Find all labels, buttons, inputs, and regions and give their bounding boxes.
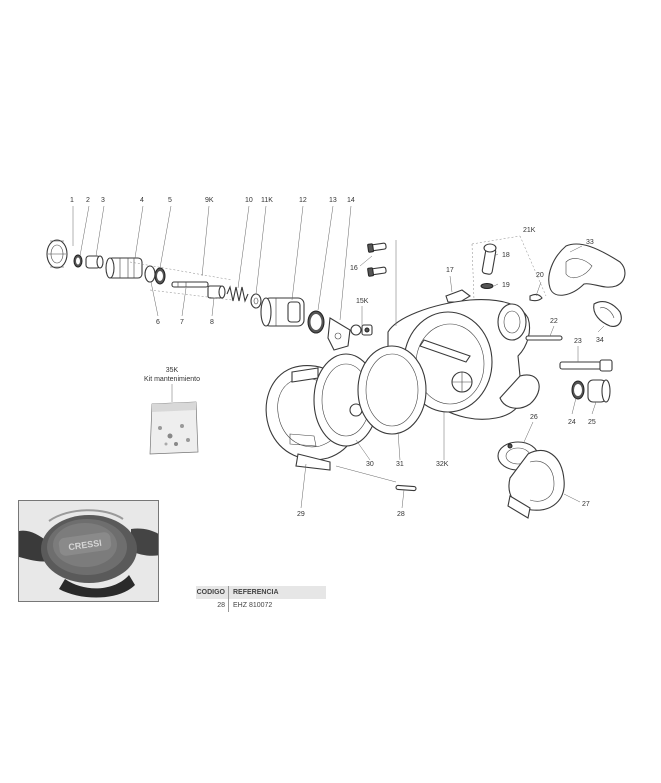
reference-table: CODIGO REFERENCIA 28 EHZ 810072 bbox=[196, 586, 326, 612]
part-19-oring bbox=[480, 283, 494, 289]
callout-23: 23 bbox=[574, 338, 582, 345]
callout-19: 19 bbox=[502, 282, 510, 289]
leader-lines bbox=[72, 205, 605, 509]
part-5-oring bbox=[154, 267, 166, 285]
row-reference: EHZ 810072 bbox=[233, 602, 273, 609]
callout-8: 8 bbox=[210, 319, 214, 326]
table-header-row: CODIGO REFERENCIA bbox=[196, 586, 326, 599]
part-11K-washer bbox=[250, 293, 262, 309]
callout-11K: 11K bbox=[261, 197, 273, 204]
photo-brand: CRESSI bbox=[68, 538, 103, 553]
part-3-bushing bbox=[85, 255, 104, 269]
part-23-screw bbox=[559, 359, 613, 372]
part-12-poppet-housing bbox=[260, 297, 305, 327]
part-14-clip bbox=[327, 317, 351, 351]
callout-21K: 21K bbox=[523, 227, 536, 234]
header-reference: REFERENCIA bbox=[233, 589, 279, 596]
callout-28: 28 bbox=[397, 511, 405, 518]
callout-17: 17 bbox=[446, 267, 454, 274]
part-6-washer bbox=[144, 265, 156, 283]
part-18-valve bbox=[481, 243, 497, 275]
callout-31: 31 bbox=[396, 461, 404, 468]
part-10-spring bbox=[226, 285, 249, 303]
kit-35K-bag bbox=[149, 401, 199, 455]
kit-name: Kit mantenimiento bbox=[144, 376, 200, 383]
callout-24: 24 bbox=[568, 419, 576, 426]
callout-3: 3 bbox=[101, 197, 105, 204]
product-photo: CRESSI bbox=[18, 500, 159, 602]
table-row: 28 EHZ 810072 bbox=[196, 599, 326, 612]
part-17-lever bbox=[445, 289, 471, 303]
part-27-exhaust-tee bbox=[507, 449, 565, 519]
callout-13: 13 bbox=[329, 197, 337, 204]
callout-10: 10 bbox=[245, 197, 253, 204]
callout-5: 5 bbox=[168, 197, 172, 204]
part-15K-nut bbox=[350, 324, 373, 336]
header-code: CODIGO bbox=[196, 586, 229, 599]
callout-7: 7 bbox=[180, 319, 184, 326]
callout-14: 14 bbox=[347, 197, 355, 204]
part-33-mouthpiece bbox=[548, 243, 626, 296]
callout-9K: 9K bbox=[205, 197, 214, 204]
callout-30: 30 bbox=[366, 461, 374, 468]
callout-18: 18 bbox=[502, 252, 510, 259]
part-25-knob bbox=[587, 379, 611, 403]
callout-32K: 32K bbox=[436, 461, 449, 468]
callout-16: 16 bbox=[350, 265, 358, 272]
callout-34: 34 bbox=[596, 337, 604, 344]
part-1-nut bbox=[46, 239, 68, 269]
callout-26: 26 bbox=[530, 414, 538, 421]
part-31-diaphragm bbox=[357, 345, 427, 435]
part-16-screws bbox=[367, 242, 387, 277]
part-20-clip bbox=[529, 293, 543, 302]
callout-labels: 1 2 3 4 5 9K 10 11K 12 13 14 6 7 8 16 15… bbox=[70, 197, 604, 518]
callout-12: 12 bbox=[299, 197, 307, 204]
callout-22: 22 bbox=[550, 318, 558, 325]
callout-2: 2 bbox=[86, 197, 90, 204]
part-7-pin bbox=[171, 281, 209, 288]
part-2-oring bbox=[73, 254, 83, 268]
part-22-pin bbox=[525, 335, 563, 341]
part-28-pin bbox=[395, 484, 417, 492]
callout-25: 25 bbox=[588, 419, 596, 426]
part-34-strap bbox=[593, 301, 622, 327]
part-8-seat bbox=[207, 285, 226, 299]
kit-code: 35K bbox=[166, 367, 179, 374]
regulator-photo: CRESSI bbox=[19, 501, 158, 601]
callout-15K: 15K bbox=[356, 298, 369, 305]
callout-29: 29 bbox=[297, 511, 305, 518]
callout-6: 6 bbox=[156, 319, 160, 326]
part-24-oring bbox=[571, 380, 585, 400]
callout-1: 1 bbox=[70, 197, 74, 204]
callout-4: 4 bbox=[140, 197, 144, 204]
part-4-inlet-tube bbox=[105, 257, 143, 279]
part-13-oring bbox=[307, 310, 325, 334]
callout-33: 33 bbox=[586, 239, 594, 246]
callout-27: 27 bbox=[582, 501, 590, 508]
callout-20: 20 bbox=[536, 272, 544, 279]
row-code: 28 bbox=[196, 599, 229, 612]
